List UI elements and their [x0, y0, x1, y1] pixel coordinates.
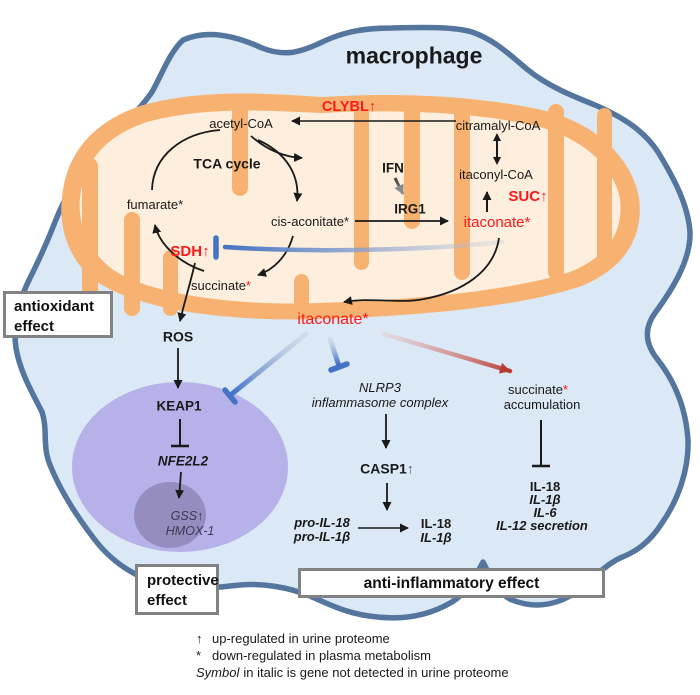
node-il6-right: IL-6	[533, 504, 557, 520]
arrow-tca-top-right	[257, 139, 303, 202]
legend-italic-gene: Symbol in italic is gene not detected in…	[196, 665, 509, 680]
node-cis-aconitate: cis-aconitate*	[270, 213, 350, 229]
protective-effect-box: protective effect	[135, 564, 219, 615]
node-accumulation: accumulation	[503, 396, 581, 412]
arrow-sdh-ros	[177, 262, 196, 322]
node-il1b-right: IL-1β	[529, 491, 561, 507]
node-clybl: CLYBL↑	[321, 99, 377, 116]
node-succinate-mito: succinate*	[191, 277, 251, 293]
page-title: macrophage	[345, 42, 483, 69]
inhibit-itaconate-nlrp3	[327, 336, 341, 366]
node-itaconyl-coa: itaconyl-CoA	[459, 166, 533, 182]
node-ros: ROS	[162, 328, 194, 345]
italic-symbol-word: Symbol	[196, 665, 240, 680]
node-il12-secretion: IL-12 secretion	[496, 517, 588, 533]
arrow-tca-succinate-fumarate	[152, 224, 205, 272]
node-nlrp3: NLRP3	[359, 379, 401, 395]
arrow-itaconate-export	[343, 237, 500, 305]
antioxidant-effect-box: antioxidant effect	[3, 291, 113, 338]
asterisk-symbol: *	[196, 648, 202, 663]
node-nfe2l2: NFE2L2	[157, 453, 209, 469]
arc-tca-left-top	[151, 129, 221, 191]
arrowhead-down	[493, 157, 501, 165]
legend: ↑ up-regulated in urine proteome * down-…	[196, 630, 509, 681]
node-sdh: SDH↑	[170, 242, 210, 260]
node-gss: GSS↑	[170, 509, 204, 524]
legend-down-regulated: * down-regulated in plasma metabolism	[196, 648, 431, 663]
inhibit-itaconate-keap1	[230, 331, 309, 396]
nucleus	[72, 382, 288, 552]
node-tca-cycle: TCA cycle	[193, 155, 261, 172]
node-fumarate: fumarate*	[126, 196, 184, 212]
arrow-ifn-irg1	[393, 177, 405, 195]
node-pro-il18: pro-IL-18	[294, 514, 350, 530]
node-itaconate-mito: itaconate*	[463, 213, 531, 231]
inhibit-tbar-nlrp3	[328, 361, 350, 373]
node-il1b-center: IL-1β	[420, 529, 452, 545]
arrow-nfe2l2-gss	[175, 471, 185, 499]
down-regulated-mark: *	[245, 277, 251, 293]
node-ifn: IFN	[382, 160, 404, 176]
nucleolus	[134, 482, 206, 548]
arrow-itaconate-succinate-acc	[381, 331, 513, 374]
down-regulated-mark: *	[562, 381, 568, 397]
node-hmox1: HMOX-1	[165, 524, 215, 539]
node-succinate-acc: succinate*	[508, 381, 568, 397]
up-arrow-symbol: ↑	[196, 631, 203, 646]
node-casp1: CASP1↑	[360, 460, 414, 477]
node-keap1: KEAP1	[156, 398, 202, 414]
anti-inflammatory-effect-box: anti-inflammatory effect	[298, 568, 605, 598]
arrowhead-up	[493, 133, 501, 141]
node-il18-right: IL-18	[529, 478, 561, 494]
inhibit-tbar-keap1	[222, 387, 238, 405]
arrow-tca-right-bottom	[257, 235, 294, 277]
node-itaconate-cytosol: itaconate*	[297, 311, 369, 329]
node-citramalyl-coa: citramalyl-CoA	[455, 117, 541, 133]
inhibit-itaconate-sdh	[222, 239, 505, 253]
node-pro-il1b: pro-IL-1β	[293, 528, 351, 544]
up-regulated-mark: ↑	[406, 460, 414, 477]
node-acetyl-coa: acetyl-CoA	[209, 115, 273, 131]
node-inflammasome-complex: inflammasome complex	[311, 394, 449, 410]
node-il18-center: IL-18	[420, 515, 452, 531]
mitochondrion-cristae	[82, 96, 612, 316]
arrow-tca-exit-branch	[250, 135, 303, 163]
legend-up-regulated: ↑ up-regulated in urine proteome	[196, 631, 390, 646]
node-suc: SUC↑	[508, 187, 548, 205]
node-irg1: IRG1	[394, 201, 426, 217]
